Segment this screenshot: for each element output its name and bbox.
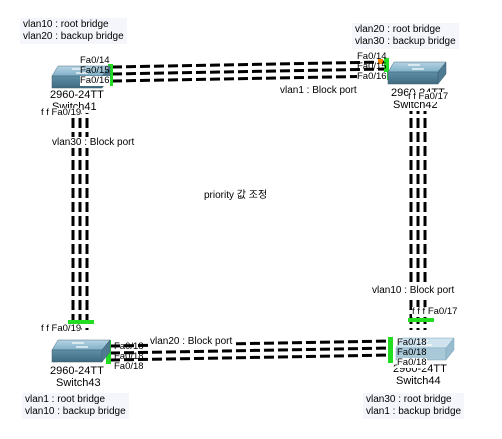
port-led-sw44-up xyxy=(408,318,434,322)
note-line: vlan10 : backup bridge xyxy=(25,406,126,417)
switch41-name: Switch41 xyxy=(52,101,97,113)
note-line: vlan20 : root bridge xyxy=(355,24,441,35)
switch-icon[interactable] xyxy=(51,339,111,363)
note-switch41: vlan10 : root bridge vlan20 : backup bri… xyxy=(20,18,127,44)
link-bundle-top xyxy=(111,60,387,83)
port-label-sw43: Fa0/18 xyxy=(114,341,144,352)
link-top-2 xyxy=(111,67,387,76)
note-line: vlan1 : backup bridge xyxy=(366,406,462,417)
note-line: vlan30 : backup bridge xyxy=(355,36,456,47)
switch43-model: 2960-24TT xyxy=(50,365,104,377)
note-line: vlan30 : root bridge xyxy=(366,394,452,405)
priority-adjust-note: priority 값 조정 xyxy=(204,190,268,201)
port-led-sw43-up xyxy=(68,320,94,324)
port-label-sw41: Fa0/16 xyxy=(80,75,110,86)
note-line: vlan1 : root bridge xyxy=(25,394,106,405)
port-label-sw44: Fa0/18 xyxy=(397,347,427,358)
port-label-sw41-down: f f Fa0/19 xyxy=(41,107,82,118)
block-port-label-left: vlan30 : Block port xyxy=(52,137,135,148)
switch43-name: Switch43 xyxy=(56,377,101,389)
port-label-sw42: Fa0/14 xyxy=(357,51,387,62)
port-led-sw41-right xyxy=(108,64,113,86)
switch-icon[interactable] xyxy=(387,61,447,85)
switch44-model: 2960-24TT xyxy=(393,363,447,375)
link-top-1 xyxy=(111,60,387,69)
port-label-sw44: Fa0/18 xyxy=(397,357,427,368)
port-led-sw44-left xyxy=(388,337,393,363)
block-port-label-bottom: vlan20 : Block port xyxy=(150,336,233,347)
port-led-sw42-left-block xyxy=(378,59,383,64)
note-line: vlan10 : root bridge xyxy=(23,19,109,30)
note-switch44: vlan30 : root bridge vlan1 : backup brid… xyxy=(363,393,465,419)
note-line: vlan20 : backup bridge xyxy=(23,31,124,42)
link-bottom-3 xyxy=(109,353,391,362)
note-switch43: vlan1 : root bridge vlan10 : backup brid… xyxy=(22,393,129,419)
switch41-model: 2960-24TT xyxy=(50,89,104,101)
port-label-sw43: Fa0/18 xyxy=(114,351,144,362)
port-label-sw43-up: f f Fa0/19 xyxy=(41,323,82,334)
port-label-sw42-down: f f Fa0/17 xyxy=(408,91,449,102)
port-label-sw42: Fa0/15 xyxy=(357,61,387,72)
port-label-sw41: Fa0/15 xyxy=(80,65,110,76)
block-port-label-right: vlan10 : Block port xyxy=(372,285,455,296)
port-label-sw44-up: f f f Fa0/17 xyxy=(412,306,458,317)
switch-icon[interactable] xyxy=(395,337,455,361)
port-label-sw43: Fa0/18 xyxy=(114,361,144,372)
link-top-3 xyxy=(111,74,387,83)
port-label-sw44: Fa0/18 xyxy=(397,337,427,348)
port-indicators xyxy=(68,58,434,364)
block-port-label-top: vlan1 : Block port xyxy=(280,85,357,96)
link-bottom-2 xyxy=(109,346,391,355)
note-switch42: vlan20 : root bridge vlan30 : backup bri… xyxy=(352,23,459,49)
port-led-sw42-left xyxy=(384,58,389,80)
switch42-name: Switch42 xyxy=(393,99,438,111)
link-bundle-right xyxy=(409,104,427,330)
port-label-sw42: Fa0/16 xyxy=(357,71,387,82)
switch44-name: Switch44 xyxy=(396,375,441,387)
port-label-sw41: Fa0/14 xyxy=(80,55,110,66)
